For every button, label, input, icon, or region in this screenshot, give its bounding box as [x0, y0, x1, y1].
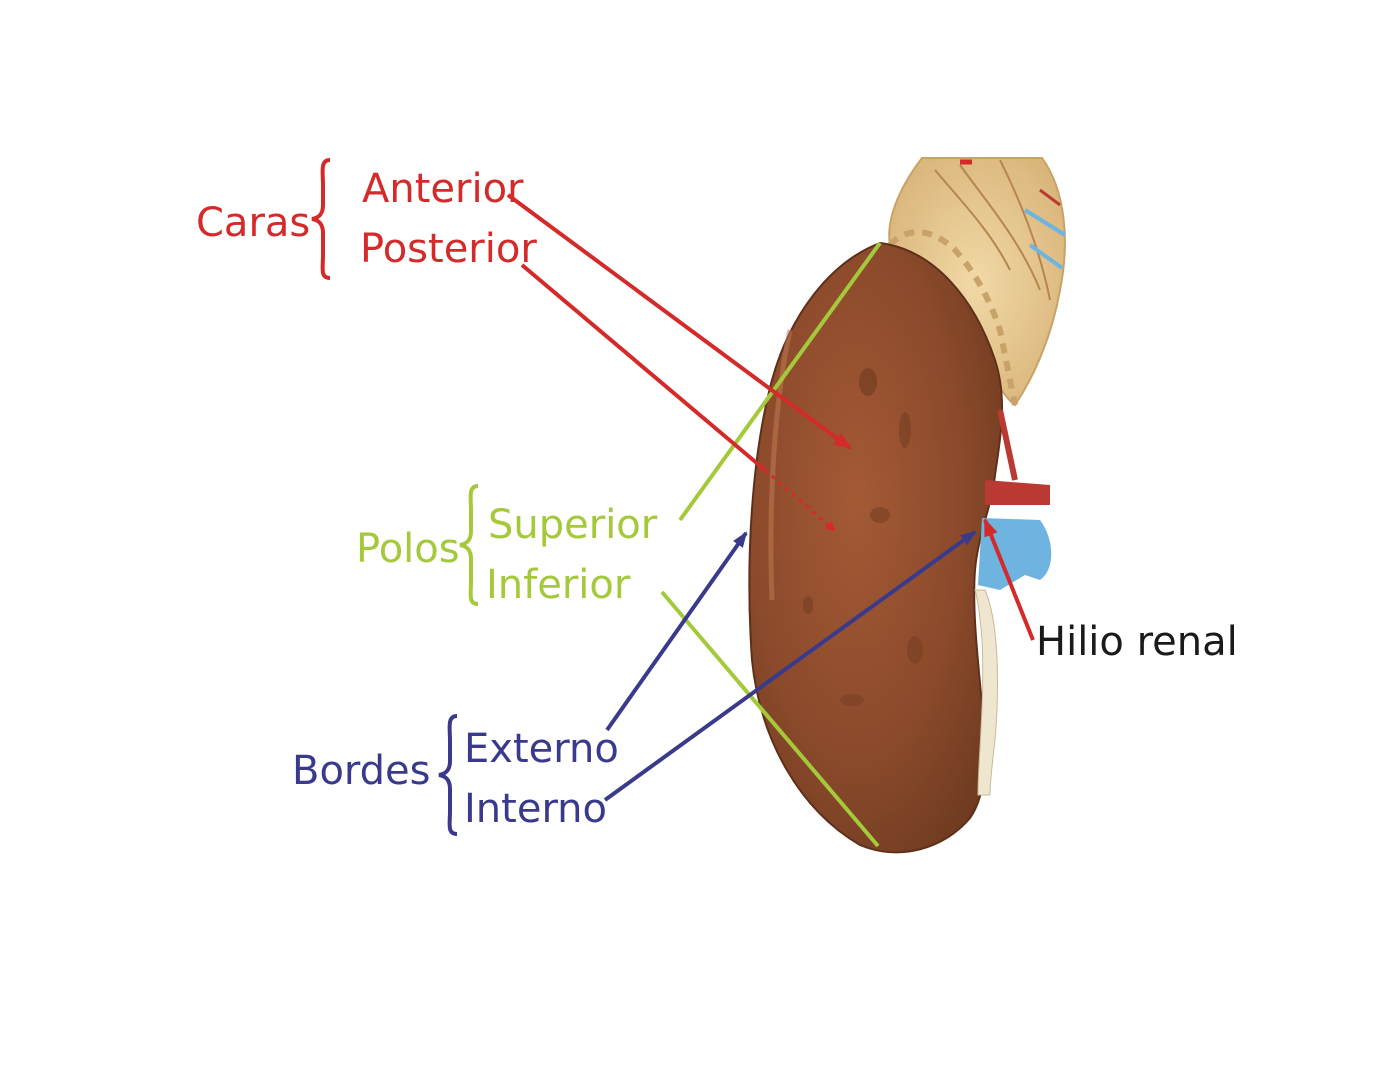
label-posterior: Posterior: [360, 226, 537, 272]
posterior-arrow-dotted: [764, 468, 836, 532]
kidney-icon: [748, 241, 1004, 854]
polo-inferior-line: [660, 590, 880, 848]
caras-brace: [311, 158, 331, 280]
label-externo: Externo: [464, 726, 619, 772]
label-bordes: Bordes: [292, 748, 431, 794]
label-hilio-renal: Hilio renal: [1036, 619, 1238, 665]
interno-arrow: [603, 530, 977, 802]
posterior-arrow: [520, 263, 767, 472]
label-caras: Caras: [196, 200, 310, 246]
polo-superior-line: [678, 241, 882, 522]
anterior-arrow: [506, 193, 852, 450]
label-interno: Interno: [464, 786, 607, 832]
label-inferior: Inferior: [486, 562, 631, 608]
label-superior: Superior: [488, 502, 658, 548]
polos-brace: [459, 484, 479, 606]
bordes-brace: [438, 714, 458, 836]
label-anterior: Anterior: [362, 166, 524, 212]
hilio-arrow: [983, 518, 1035, 641]
label-polos: Polos: [356, 526, 460, 572]
externo-arrow: [605, 531, 748, 732]
